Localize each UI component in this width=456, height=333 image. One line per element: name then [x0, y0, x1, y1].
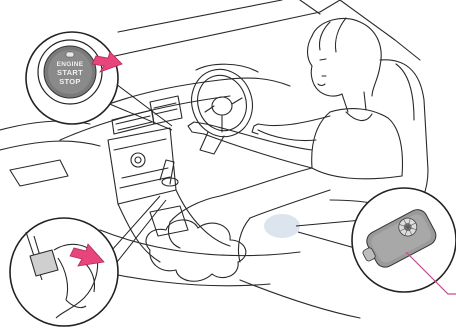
start-stop-button-icon: ENGINE START STOP: [44, 46, 96, 98]
key-detection-glow: [264, 214, 300, 238]
start-button-label-line3: STOP: [59, 77, 80, 86]
callout-start-button: ENGINE START STOP: [26, 32, 122, 124]
start-button-label-line2: START: [57, 68, 83, 77]
callout-brake-pedal: [10, 218, 118, 326]
callout-key-fob: [352, 188, 456, 294]
start-button-label-line1: ENGINE: [57, 61, 84, 68]
